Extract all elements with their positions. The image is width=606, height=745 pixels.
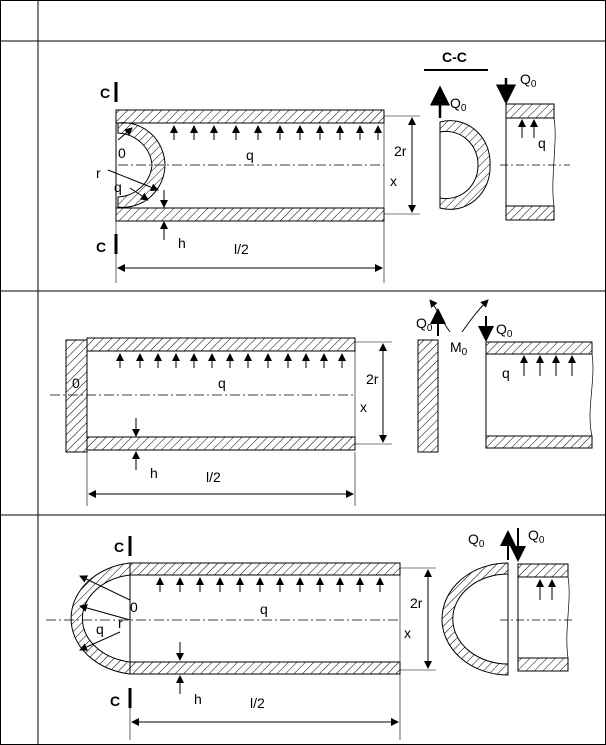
q0-label-3: Q0 — [416, 315, 433, 334]
r-label: r — [96, 165, 101, 181]
pressure-arrows — [170, 125, 382, 140]
r-label-3: r — [118, 615, 123, 631]
q-label: q — [246, 147, 254, 163]
panel-1: q 0 r q h C C l/2 2r x C-C Q0 — [96, 49, 570, 283]
q-label-3: q — [260, 601, 268, 617]
diameter-label-3: 2r — [410, 595, 423, 611]
half-length-label-2: l/2 — [206, 469, 221, 485]
x-label-2: x — [360, 399, 367, 415]
m0-label: M0 — [450, 339, 468, 358]
section-title: C-C — [442, 49, 467, 65]
top-wall — [129, 562, 401, 576]
top-wall — [115, 109, 385, 124]
bottom-wall — [115, 207, 385, 222]
origin-label-2: 0 — [72, 375, 80, 391]
q0-label-6: Q0 — [528, 527, 545, 546]
q0-label-2: Q0 — [520, 71, 537, 90]
top-wall — [86, 337, 356, 352]
section-cap — [439, 120, 491, 210]
section-c-top: C — [100, 85, 110, 101]
x-label: x — [390, 173, 397, 189]
cap-q-label-3: q — [96, 621, 104, 637]
half-length-label: l/2 — [234, 241, 249, 257]
section-c-bottom: C — [96, 239, 106, 255]
half-length-label-3: l/2 — [250, 695, 265, 711]
origin-label-3: 0 — [130, 599, 138, 615]
section-cap-3 — [441, 562, 509, 676]
q0-label-1: Q0 — [450, 95, 467, 114]
x-label-3: x — [404, 625, 411, 641]
cap-q-label: q — [114, 179, 122, 195]
h-label-3: h — [194, 691, 202, 707]
h-label-2: h — [150, 465, 158, 481]
bottom-wall — [129, 661, 401, 675]
h-label: h — [178, 235, 186, 251]
section-c-top-3: C — [114, 539, 124, 555]
diameter-label-2: 2r — [366, 371, 379, 387]
bottom-wall — [86, 436, 356, 451]
q-label-section-2: q — [502, 365, 510, 381]
diameter-label: 2r — [394, 143, 407, 159]
q-label-section: q — [538, 135, 546, 151]
panel-3: 0 r q q h C C l/2 2r x Q0 — [46, 527, 572, 740]
q0-label-5: Q0 — [468, 531, 485, 550]
origin-label: 0 — [118, 145, 126, 161]
flat-end-plate — [65, 339, 88, 453]
section-c-bottom-3: C — [110, 693, 120, 709]
q-label-2: q — [218, 375, 226, 391]
q0-label-4: Q0 — [496, 321, 513, 340]
panel-2: 0 q h l/2 2r x Q0 M0 — [50, 299, 594, 506]
